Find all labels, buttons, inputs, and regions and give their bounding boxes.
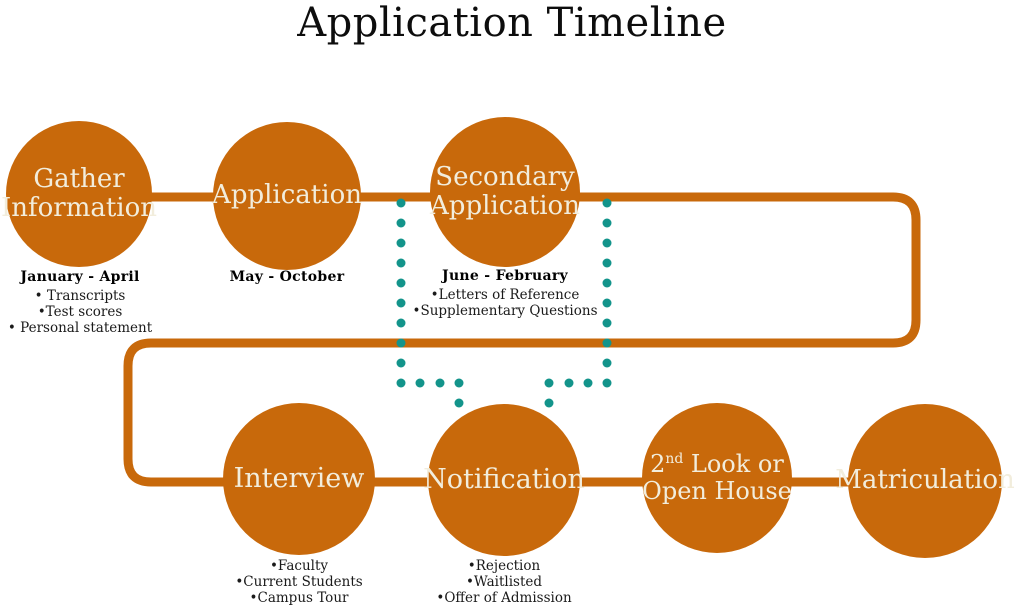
bullet-item: •Current Students bbox=[235, 574, 363, 591]
teal-dot bbox=[583, 378, 593, 388]
bullet-item: •Waitlisted bbox=[465, 574, 543, 591]
teal-dot bbox=[602, 318, 612, 328]
teal-dot bbox=[602, 278, 612, 288]
timeline-connector-path bbox=[79, 192, 927, 487]
circle-application: Application bbox=[212, 122, 362, 270]
circle-label: Matriculation bbox=[835, 465, 1015, 496]
teal-dot bbox=[602, 218, 612, 228]
teal-dot bbox=[435, 378, 445, 388]
teal-dot bbox=[396, 298, 406, 308]
bullet-item: • Personal statement bbox=[7, 320, 153, 337]
teal-dot bbox=[396, 258, 406, 268]
teal-dot bbox=[396, 358, 406, 368]
bullet-item: •Letters of Reference bbox=[430, 287, 580, 303]
teal-dot bbox=[396, 338, 406, 348]
teal-dot bbox=[454, 378, 464, 388]
teal-dot bbox=[454, 398, 464, 408]
circle-matriculation: Matriculation bbox=[835, 404, 1015, 558]
bullet-item: • Transcripts bbox=[34, 288, 126, 304]
teal-dot bbox=[602, 258, 612, 268]
page-title: Application Timeline bbox=[297, 0, 727, 46]
circle-label: Secondary Application bbox=[430, 161, 580, 221]
teal-dot bbox=[602, 338, 612, 348]
circle-gather-information: Gather Information bbox=[1, 121, 157, 267]
teal-dot bbox=[602, 378, 612, 388]
circle-label: Notification bbox=[423, 463, 585, 495]
teal-dot bbox=[544, 378, 554, 388]
teal-dot bbox=[602, 298, 612, 308]
circle-interview: Interview bbox=[223, 403, 375, 555]
date-range: June - February bbox=[442, 268, 568, 284]
teal-dot bbox=[602, 198, 612, 208]
bullet-item: •Faculty bbox=[269, 558, 329, 574]
teal-dot bbox=[396, 318, 406, 328]
teal-dot bbox=[396, 278, 406, 288]
secondary-application-details: June - February •Letters of Reference •S… bbox=[390, 268, 620, 319]
circle-secondary-application: Secondary Application bbox=[430, 117, 580, 267]
teal-dot bbox=[564, 378, 574, 388]
notification-details: •Rejection •Waitlisted •Offer of Admissi… bbox=[418, 558, 590, 607]
bullet-item: •Test scores bbox=[37, 304, 123, 321]
circle-label: Gather Information bbox=[0, 163, 158, 223]
circle-second-look-open-house: 2nd Look or Open House bbox=[642, 403, 792, 553]
date-range: May - October bbox=[229, 269, 345, 285]
date-range: January - April bbox=[20, 269, 140, 285]
bullet-item: •Rejection bbox=[467, 558, 541, 574]
bullet-item: •Supplementary Questions bbox=[412, 303, 598, 320]
teal-dot bbox=[396, 378, 406, 388]
teal-dot bbox=[396, 198, 406, 208]
circle-label: Interview bbox=[233, 462, 365, 494]
circle-label: 2nd Look or Open House bbox=[642, 450, 792, 505]
teal-dot bbox=[602, 358, 612, 368]
teal-dot bbox=[396, 218, 406, 228]
teal-dot bbox=[544, 398, 554, 408]
circle-label: Application bbox=[212, 180, 362, 211]
teal-dot bbox=[602, 238, 612, 248]
application-details: May - October bbox=[207, 269, 367, 288]
circle-notification: Notification bbox=[423, 404, 585, 556]
bullet-item: •Campus Tour bbox=[249, 590, 349, 607]
bullet-item: •Offer of Admission bbox=[436, 590, 572, 607]
teal-dot bbox=[415, 378, 425, 388]
gather-information-details: January - April • Transcripts •Test scor… bbox=[0, 269, 165, 337]
interview-details: •Faculty •Current Students •Campus Tour bbox=[215, 558, 383, 607]
teal-dot bbox=[396, 238, 406, 248]
